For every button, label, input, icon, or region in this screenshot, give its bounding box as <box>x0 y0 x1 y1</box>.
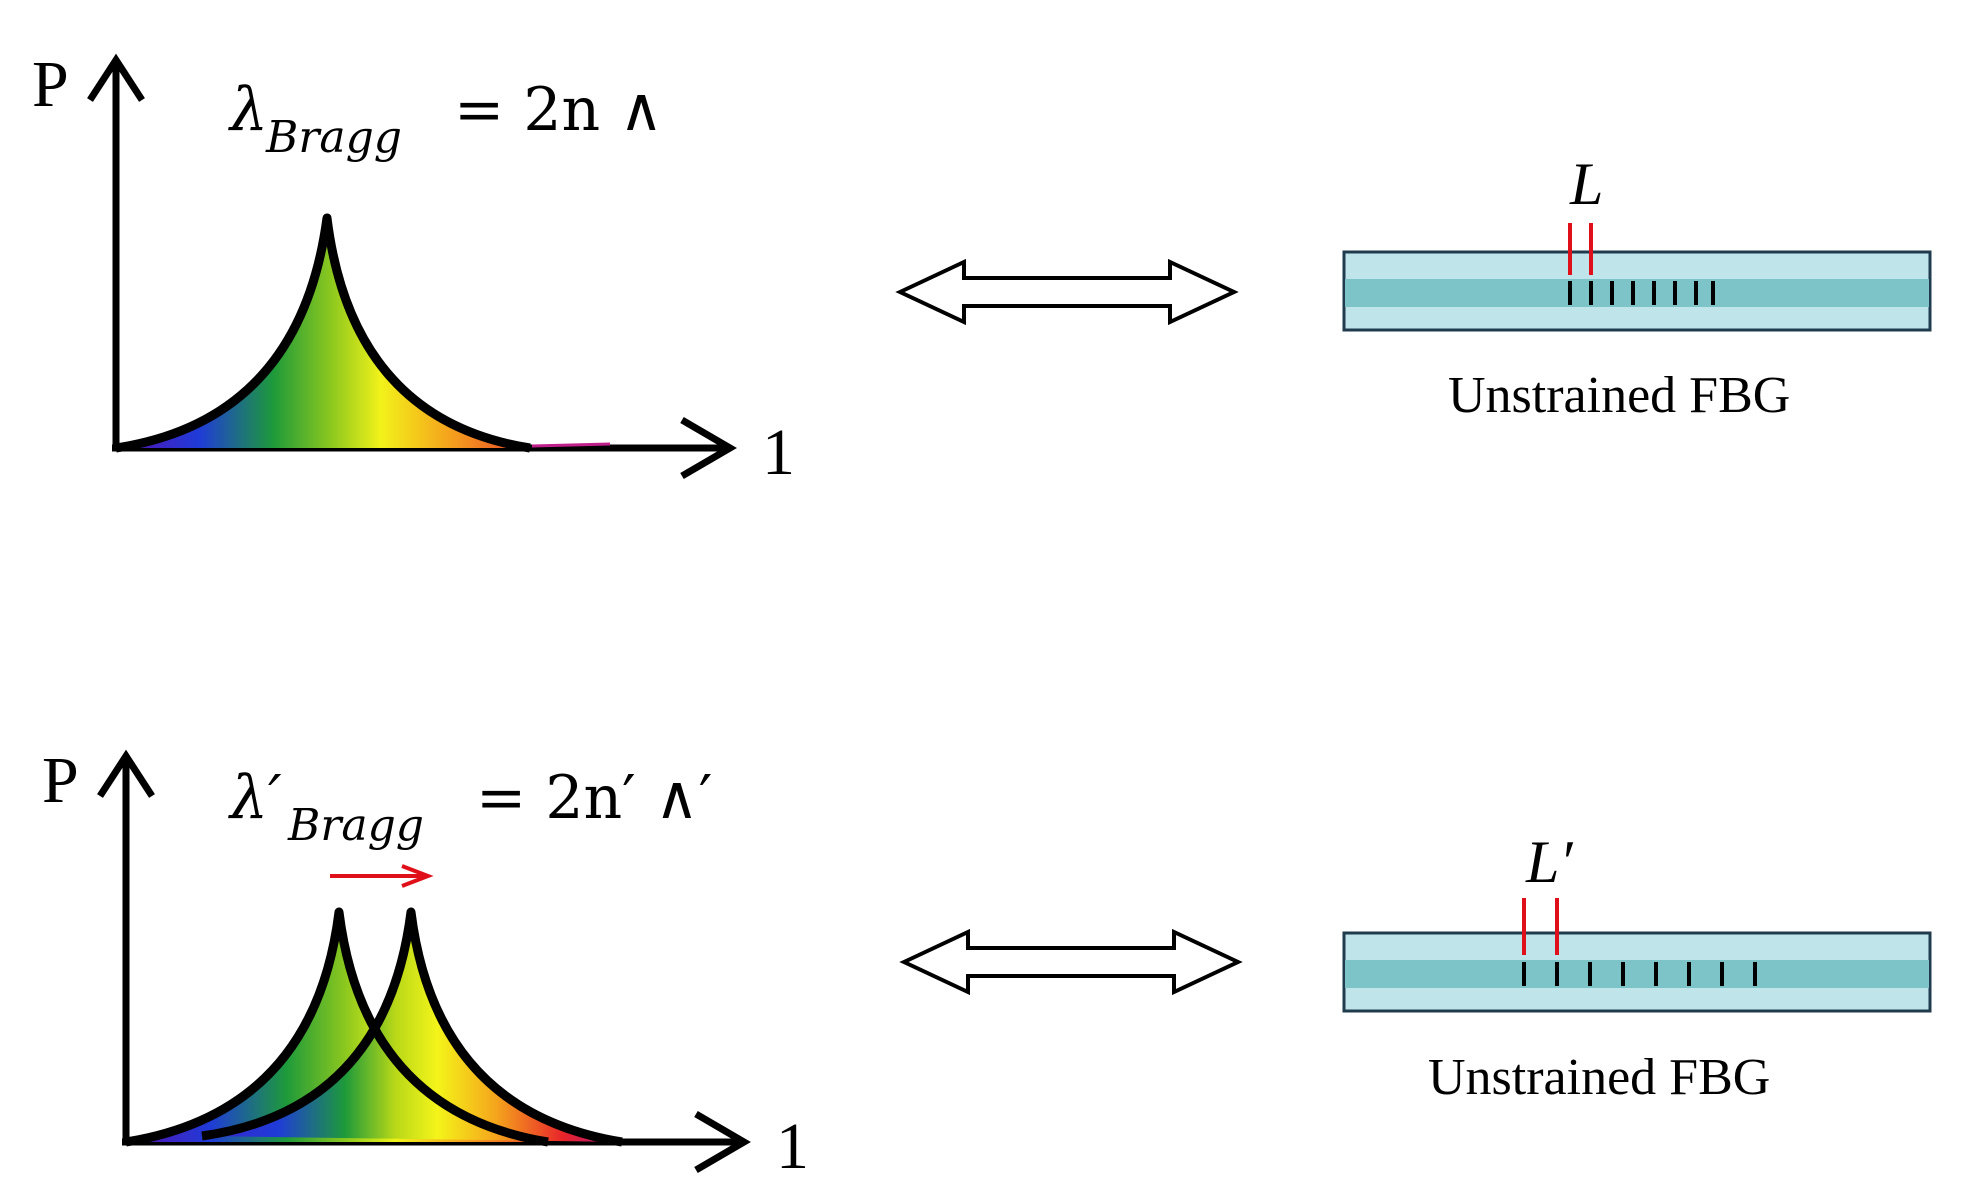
top-fbg-caption: Unstrained FBG <box>1448 367 1790 424</box>
top-unstrained-fbg: L Unstrained FBG <box>1342 151 1932 424</box>
bottom-unstrained-fbg: L′ Unstrained FBG <box>1342 829 1932 1106</box>
bragg-subscript: Bragg <box>265 112 402 163</box>
top-bragg-equation: λ Bragg = 2n ∧ <box>228 75 663 167</box>
bragg-subscript-prime: Bragg <box>287 800 424 851</box>
top-x-axis-arrowhead <box>680 416 737 480</box>
top-fiber-core <box>1345 279 1929 307</box>
lambda-prime-symbol: λ′ <box>228 763 282 833</box>
bragg-rhs-prime: = 2n′ ∧′ <box>476 763 712 833</box>
top-spectrum-outline <box>115 213 531 453</box>
top-grating-lines <box>1568 281 1715 305</box>
lambda-symbol: λ <box>228 75 268 145</box>
top-double-arrow-icon <box>895 258 1239 326</box>
bottom-shifted-peak-outline <box>201 907 623 1147</box>
bottom-shifted-peak-fill <box>202 912 622 1142</box>
bottom-y-axis-arrowhead <box>97 749 155 798</box>
bottom-double-arrow-icon <box>899 928 1243 996</box>
bottom-bragg-equation: λ′ Bragg = 2n′ ∧′ <box>228 763 712 855</box>
bottom-panel: P 1 λ′ Bragg = 2n′ ∧′ <box>42 744 1932 1183</box>
bottom-grating-lines <box>1522 962 1757 986</box>
top-period-label: L <box>1569 151 1603 217</box>
wavelength-shift-arrow-icon <box>330 864 434 888</box>
bottom-fiber-core <box>1345 960 1929 988</box>
top-y-axis-label: P <box>32 48 69 121</box>
top-spectrum-peak <box>116 218 530 448</box>
bottom-x-axis-label: 1 <box>776 1110 809 1183</box>
bottom-x-axis-arrowhead <box>694 1110 751 1174</box>
bragg-rhs: = 2n ∧ <box>454 75 663 145</box>
top-x-axis-label: 1 <box>762 416 795 489</box>
bottom-original-peak-fill <box>126 912 548 1142</box>
top-spectrum-tail <box>531 442 611 448</box>
bottom-period-label: L′ <box>1525 829 1573 895</box>
top-y-axis-arrowhead <box>87 53 145 102</box>
bottom-original-peak-outline <box>125 907 549 1147</box>
bottom-fbg-caption: Unstrained FBG <box>1428 1049 1770 1106</box>
top-panel: P 1 λ Bragg = 2n ∧ <box>32 48 1932 489</box>
bottom-y-axis-label: P <box>42 744 79 817</box>
